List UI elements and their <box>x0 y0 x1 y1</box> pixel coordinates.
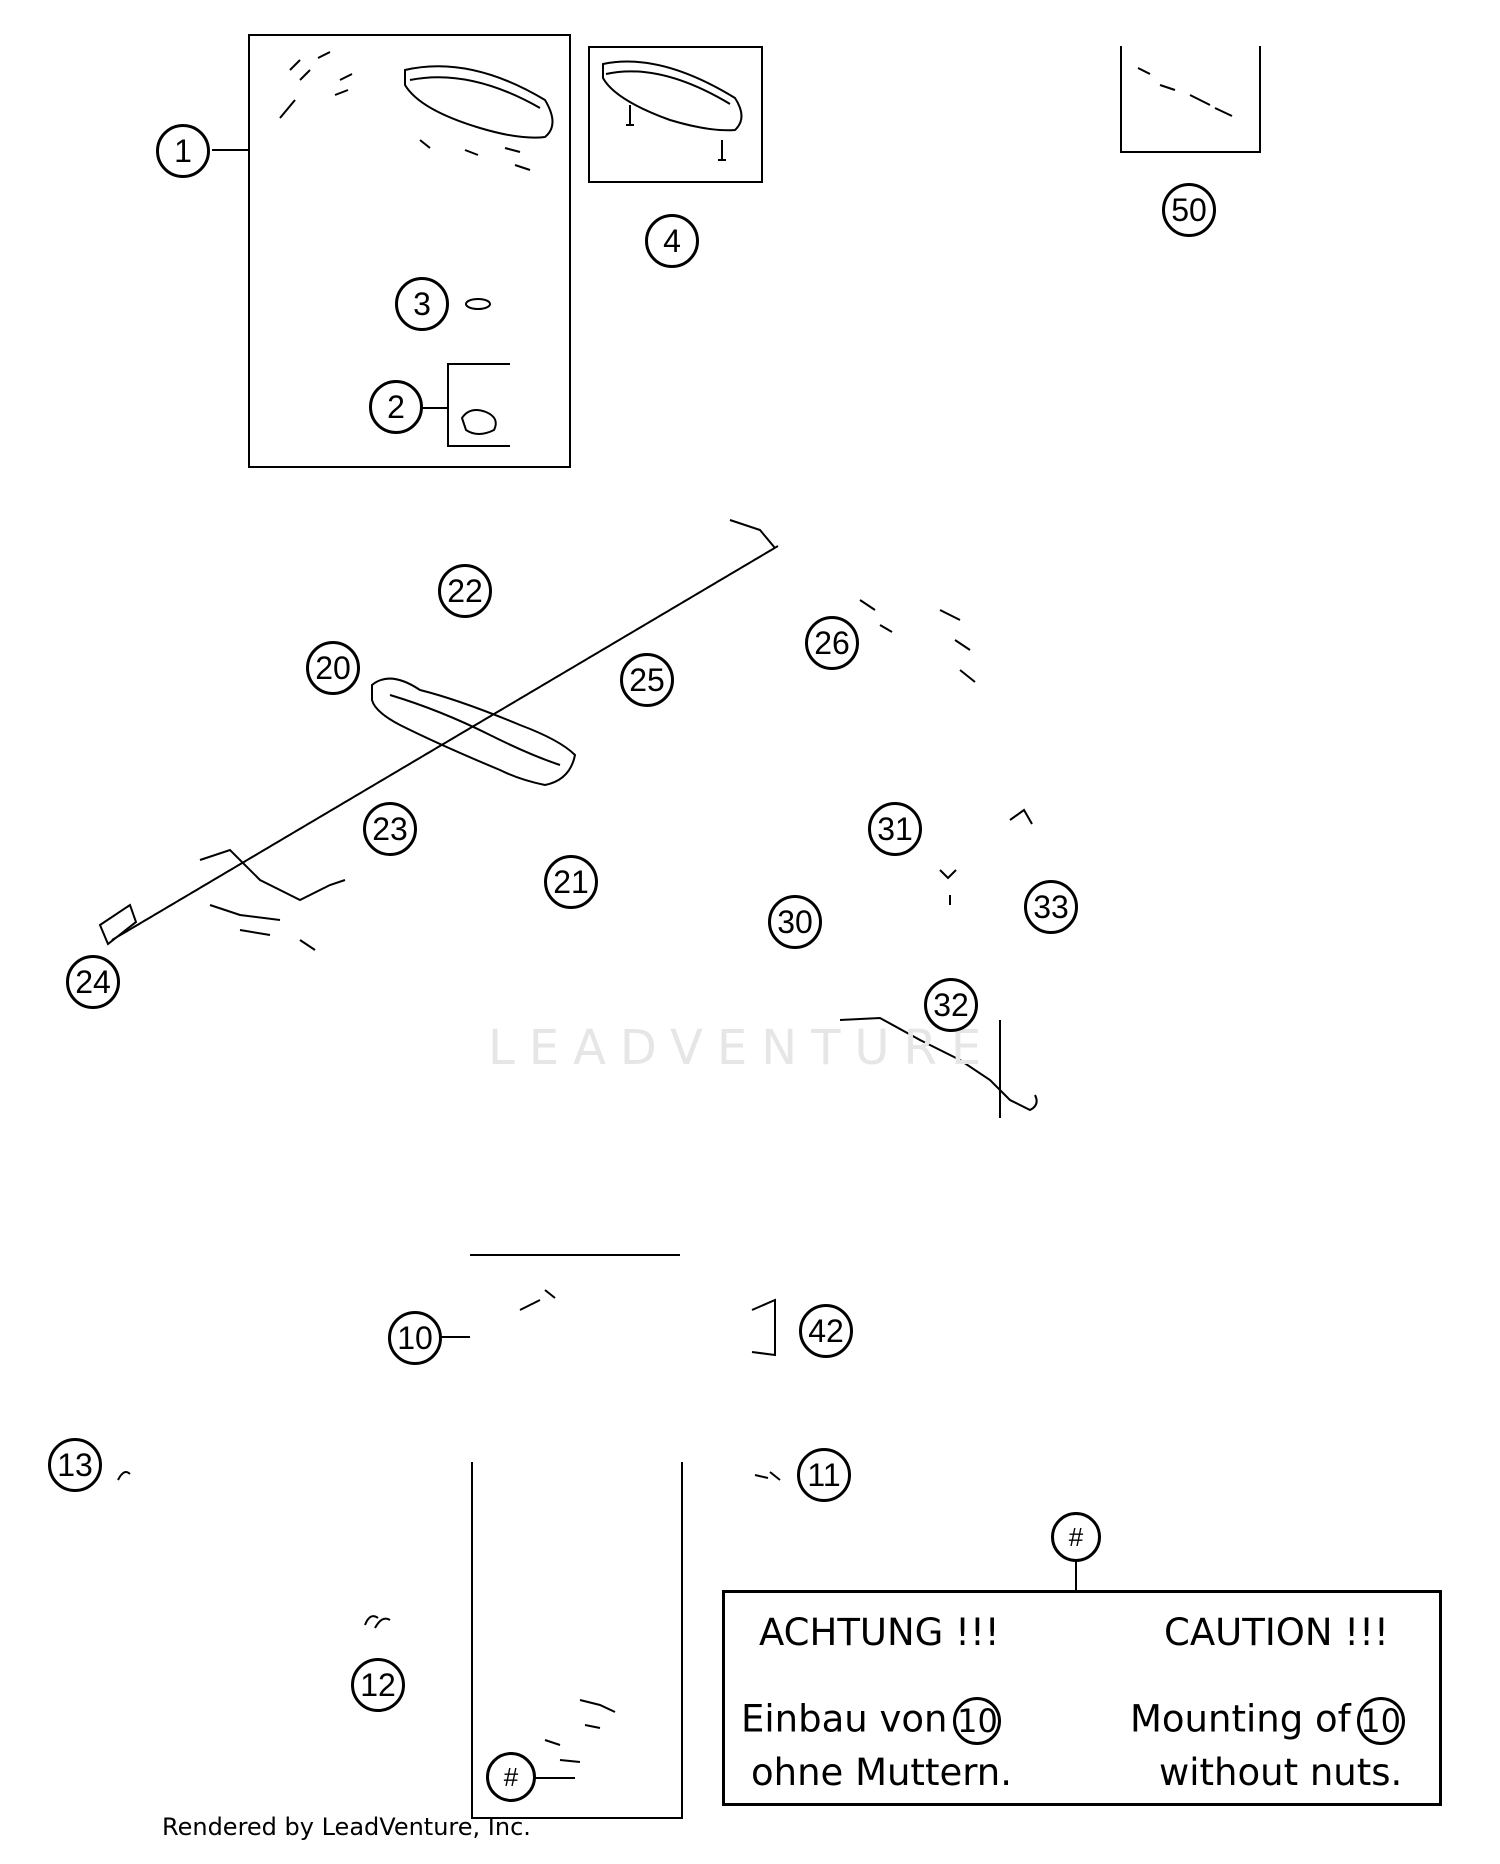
watermark: LEADVENTURE <box>488 1020 996 1076</box>
kit-box-1 <box>248 34 571 468</box>
mounting-text: Mounting of <box>1130 1697 1351 1741</box>
mounting-ref-callout: 10 <box>1356 1697 1405 1745</box>
callout-26: 26 <box>805 616 859 670</box>
axle-line <box>111 545 779 941</box>
callout-32: 32 <box>924 978 978 1032</box>
callout-50: 50 <box>1162 183 1216 237</box>
einbau-text: Einbau von <box>741 1697 948 1741</box>
callout-24: 24 <box>66 955 120 1009</box>
callout-11: 11 <box>797 1448 851 1502</box>
without-nuts-line: without nuts. <box>1159 1751 1403 1794</box>
callout-20: 20 <box>306 641 360 695</box>
callout-12: 12 <box>351 1658 405 1712</box>
callout-21: 21 <box>544 855 598 909</box>
callout-13: 13 <box>48 1438 102 1492</box>
callout-hash-leg: # <box>486 1752 536 1802</box>
callout-2: 2 <box>369 380 423 434</box>
callout-hash: # <box>1051 1512 1101 1562</box>
callout-1: 1 <box>156 124 210 178</box>
callout-10: 10 <box>388 1311 442 1365</box>
callout-31: 31 <box>868 802 922 856</box>
kit-box-50 <box>1120 46 1261 153</box>
ohne-muttern-line: ohne Muttern. <box>751 1751 1012 1794</box>
kit-box-4 <box>588 46 763 183</box>
achtung-heading: ACHTUNG !!! <box>759 1611 1000 1654</box>
footer-credit: Rendered by LeadVenture, Inc. <box>162 1813 531 1841</box>
einbau-ref-callout: 10 <box>953 1697 1002 1745</box>
callout-22: 22 <box>438 564 492 618</box>
callout-33: 33 <box>1024 880 1078 934</box>
callout-30: 30 <box>768 895 822 949</box>
callout-3: 3 <box>395 277 449 331</box>
callout-23: 23 <box>363 802 417 856</box>
callout-25: 25 <box>620 653 674 707</box>
kit-box-2 <box>447 363 510 447</box>
callout-4: 4 <box>645 214 699 268</box>
caution-heading: CAUTION !!! <box>1164 1611 1389 1654</box>
callout-42: 42 <box>799 1304 853 1358</box>
